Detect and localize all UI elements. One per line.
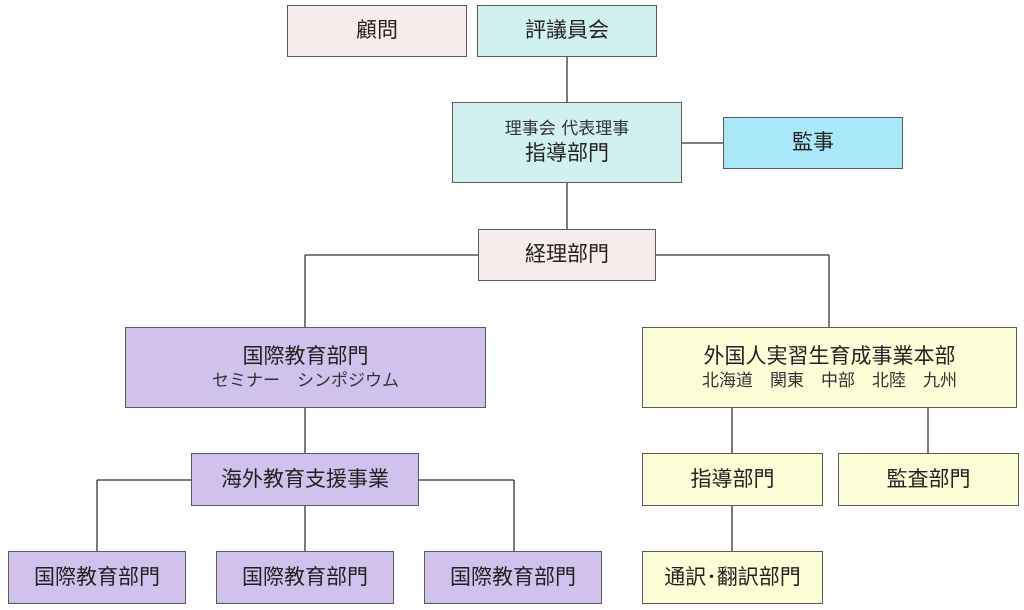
- intl-edu-1-box: 国際教育部門: [8, 551, 186, 604]
- accounting-label: 経理部門: [525, 242, 609, 267]
- translation-label: 通訳･翻訳部門: [664, 564, 801, 589]
- auditor-box: 監事: [723, 117, 903, 169]
- translation-box: 通訳･翻訳部門: [642, 551, 823, 604]
- intl-edu-label: 国際教育部門: [242, 343, 369, 368]
- intl-edu-2-label: 国際教育部門: [242, 564, 368, 589]
- board-sub-label: 理事会 代表理事: [504, 118, 630, 139]
- guidance-box: 指導部門: [642, 453, 823, 506]
- advisor-box: 顧問: [287, 5, 467, 57]
- foreign-trainee-label: 外国人実習生育成事業本部: [703, 343, 956, 368]
- intl-edu-sub-label: セミナー シンポジウム: [212, 371, 399, 392]
- guidance-label: 指導部門: [690, 466, 775, 491]
- intl-edu-box: 国際教育部門 セミナー シンポジウム: [125, 327, 486, 408]
- accounting-box: 経理部門: [478, 229, 656, 281]
- council-box: 評議員会: [477, 5, 657, 57]
- intl-edu-2-box: 国際教育部門: [216, 551, 394, 604]
- intl-edu-3-box: 国際教育部門: [424, 551, 602, 604]
- advisor-label: 顧問: [356, 18, 398, 43]
- foreign-trainee-sub-label: 北海道 関東 中部 北陸 九州: [702, 371, 957, 392]
- intl-edu-3-label: 国際教育部門: [450, 564, 576, 589]
- inspection-box: 監査部門: [838, 453, 1019, 506]
- intl-edu-1-label: 国際教育部門: [34, 564, 160, 589]
- auditor-label: 監事: [792, 130, 834, 155]
- board-main-label: 指導部門: [525, 140, 609, 165]
- overseas-support-label: 海外教育支援事業: [221, 466, 389, 491]
- board-box: 理事会 代表理事 指導部門: [452, 102, 682, 183]
- overseas-support-box: 海外教育支援事業: [191, 453, 419, 506]
- council-label: 評議員会: [525, 18, 609, 43]
- inspection-label: 監査部門: [886, 466, 971, 491]
- foreign-trainee-box: 外国人実習生育成事業本部 北海道 関東 中部 北陸 九州: [642, 327, 1017, 408]
